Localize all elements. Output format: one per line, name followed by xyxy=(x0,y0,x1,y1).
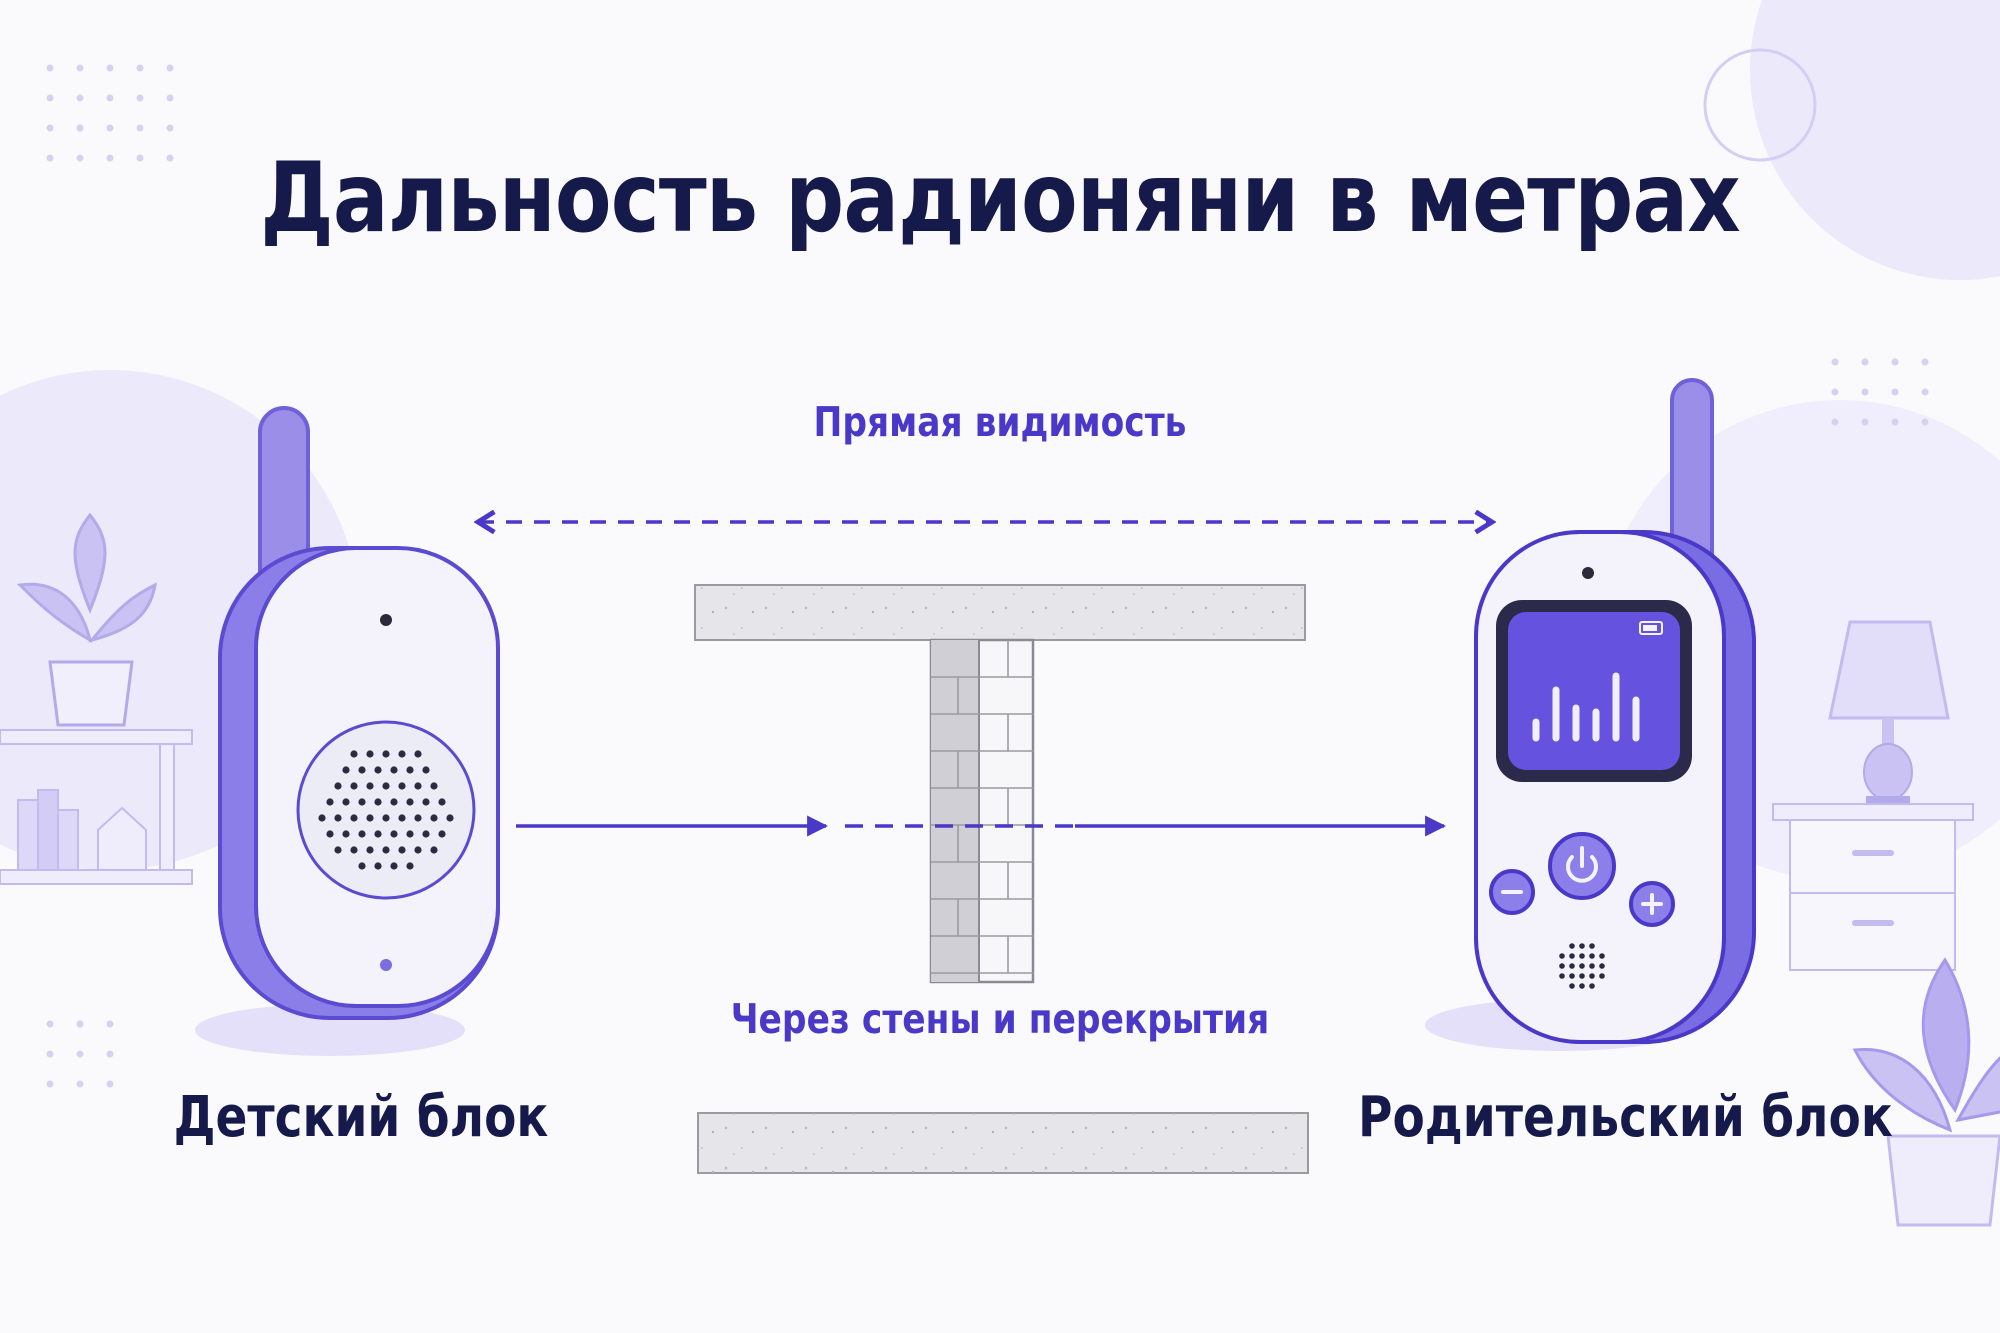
power-icon xyxy=(1566,846,1598,883)
line-of-sight-label: Прямая видимость xyxy=(813,398,1187,446)
plus-icon xyxy=(1641,893,1663,915)
nightstand-lamp-icon xyxy=(1772,620,2000,1227)
sound-bars-icon xyxy=(1532,672,1640,742)
child-unit-label: Детский блок xyxy=(173,1085,549,1150)
page-title: Дальность радионяни в метрах xyxy=(260,142,1740,254)
floor-slab-top xyxy=(694,584,1306,641)
brick-wall xyxy=(929,638,1035,984)
through-walls-label: Через стены и перекрытия xyxy=(730,995,1270,1043)
parent-unit-label: Родительский блок xyxy=(1358,1085,1893,1150)
floor-slab-bottom xyxy=(697,1112,1309,1174)
parent-unit-icon xyxy=(1425,378,1756,1051)
shelf-plant-icon xyxy=(0,512,193,885)
child-unit-icon xyxy=(195,406,500,1056)
dot-grid-decor xyxy=(46,64,1929,1088)
